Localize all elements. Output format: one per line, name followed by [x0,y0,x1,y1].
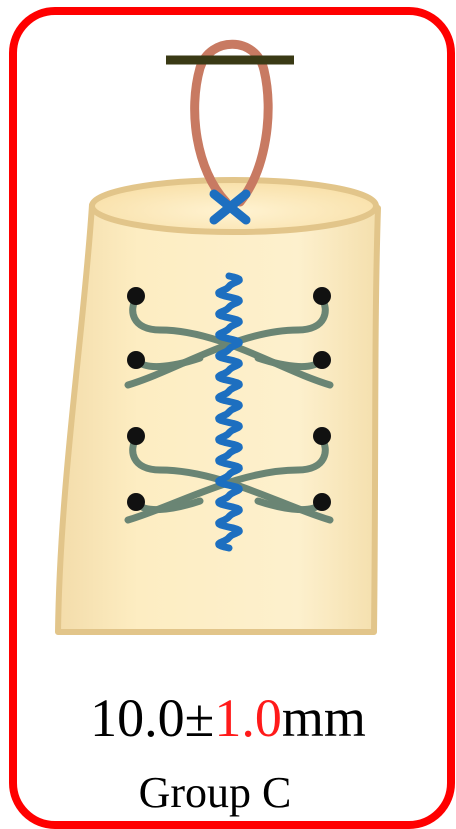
measurement-unit: mm [282,688,366,748]
group-label: Group C [0,768,430,818]
measurement-label: 10.0±1.0mm [0,688,456,748]
measurement-error: 1.0 [214,688,282,748]
measurement-mean: 10.0 [90,688,185,748]
plus-minus-sign: ± [185,688,215,748]
